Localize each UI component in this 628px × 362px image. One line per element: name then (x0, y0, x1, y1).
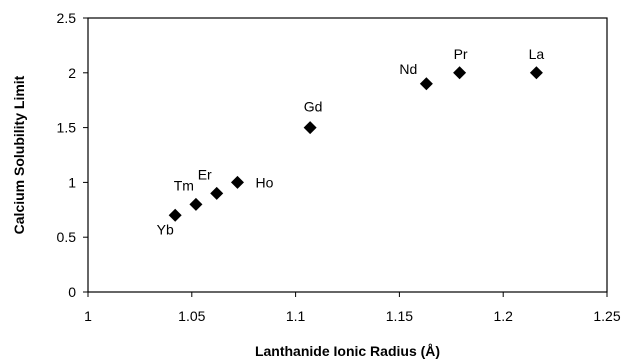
x-axis-ticks: 1 1.05 1.1 1.15 1.2 1.25 (84, 292, 621, 324)
y-axis-title: Calcium Solubility Limit (11, 75, 27, 234)
data-point-la (529, 66, 543, 80)
data-point-tm (189, 197, 203, 211)
point-label-yb: Yb (157, 221, 174, 237)
point-label-pr: Pr (454, 46, 468, 62)
y-tick-label: 1.5 (57, 120, 77, 136)
plot-area (87, 17, 608, 293)
y-tick-label: 0 (68, 284, 76, 300)
y-tick-label: 2 (68, 65, 76, 81)
data-points (168, 66, 543, 222)
point-label-tm: Tm (174, 177, 194, 193)
x-tick-label: 1.05 (178, 308, 205, 324)
data-point-er (210, 186, 224, 200)
point-label-la: La (529, 46, 545, 62)
data-point-pr (453, 66, 467, 80)
data-point-gd (303, 121, 317, 135)
point-label-gd: Gd (304, 99, 323, 115)
x-axis-title: Lanthanide Ionic Radius (Å) (255, 343, 440, 359)
x-tick-label: 1.1 (286, 308, 306, 324)
x-tick-label: 1.25 (593, 308, 620, 324)
data-point-nd (419, 77, 433, 91)
y-tick-label: 0.5 (57, 229, 77, 245)
y-tick-label: 2.5 (57, 10, 77, 26)
data-point-ho (230, 175, 244, 189)
point-label-ho: Ho (255, 174, 273, 190)
y-tick-label: 1 (68, 174, 76, 190)
point-label-nd: Nd (399, 61, 417, 77)
point-label-er: Er (198, 166, 212, 182)
data-point-yb (168, 208, 182, 222)
x-tick-label: 1.15 (386, 308, 413, 324)
y-axis-ticks: 0 0.5 1 1.5 2 2.5 (57, 10, 88, 300)
x-tick-label: 1.2 (493, 308, 513, 324)
x-tick-label: 1 (84, 308, 92, 324)
